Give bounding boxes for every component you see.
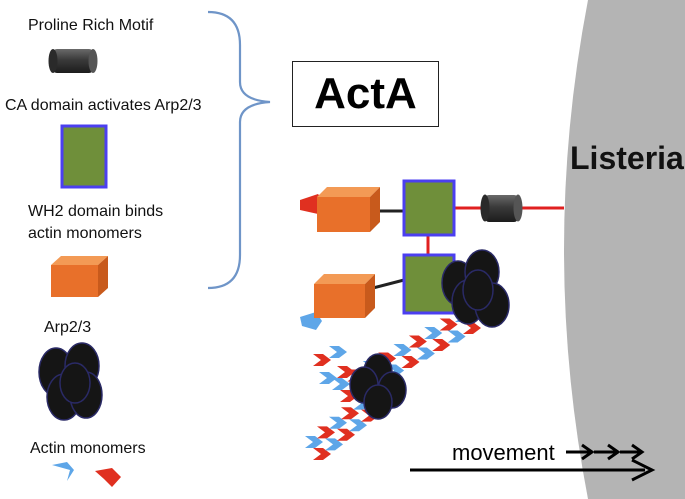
actin-monomer xyxy=(447,330,466,343)
actin-monomer xyxy=(349,419,367,432)
legend-actin-monomers xyxy=(52,462,121,487)
legend-arp23-complex xyxy=(38,342,103,421)
actin-monomer xyxy=(305,436,323,448)
actin-monomer xyxy=(408,335,427,348)
actin-monomer xyxy=(439,318,458,331)
arp23-branch xyxy=(349,353,407,420)
acta-wh2-upper xyxy=(300,187,380,232)
actin-monomer xyxy=(317,426,335,439)
legend-wh2-domain xyxy=(51,256,108,297)
legend-wh2-label-2: actin monomers xyxy=(28,225,142,242)
actin-monomer xyxy=(332,378,350,390)
actin-monomer xyxy=(463,322,481,334)
actin-monomers-cluster xyxy=(313,346,355,384)
actin-monomer xyxy=(341,407,359,420)
acta-title-box: ActA xyxy=(292,61,439,127)
actin-monomer xyxy=(313,354,331,366)
acta-proline-motif xyxy=(480,194,523,222)
actin-monomer xyxy=(337,428,355,441)
actin-monomer xyxy=(432,339,451,351)
acta-wh2-lower xyxy=(300,274,375,330)
movement-label: movement xyxy=(452,440,555,465)
actin-monomer xyxy=(337,366,355,378)
listeria-body xyxy=(564,0,685,499)
actin-monomer xyxy=(313,448,331,460)
legend-arp-label: Arp2/3 xyxy=(44,319,92,336)
movement-arrow xyxy=(410,458,656,482)
actin-monomer xyxy=(424,327,443,339)
legend-ca-label: CA domain activates Arp2/3 xyxy=(5,97,202,114)
actin-monomer xyxy=(319,372,337,384)
acta-ca-upper xyxy=(402,179,456,237)
actin-monomer xyxy=(329,346,347,358)
legend-wh2-label-1: WH2 domain binds xyxy=(28,203,164,220)
actin-monomer xyxy=(416,347,435,360)
legend-proline-motif xyxy=(48,49,98,73)
legend-actin-label: Actin monomers xyxy=(30,440,146,457)
legend-proline-label: Proline Rich Motif xyxy=(28,17,154,34)
actin-monomer xyxy=(325,438,343,451)
actin-monomer xyxy=(393,344,412,356)
movement-chevrons xyxy=(566,443,645,461)
actin-monomer xyxy=(329,416,347,429)
legend-ca-domain xyxy=(60,124,108,189)
actin-monomer xyxy=(401,356,420,368)
acta-title: ActA xyxy=(314,69,417,118)
listeria-label: Listeria xyxy=(570,140,684,176)
legend-brace xyxy=(207,10,271,290)
arp23-bound-acta xyxy=(441,249,510,328)
